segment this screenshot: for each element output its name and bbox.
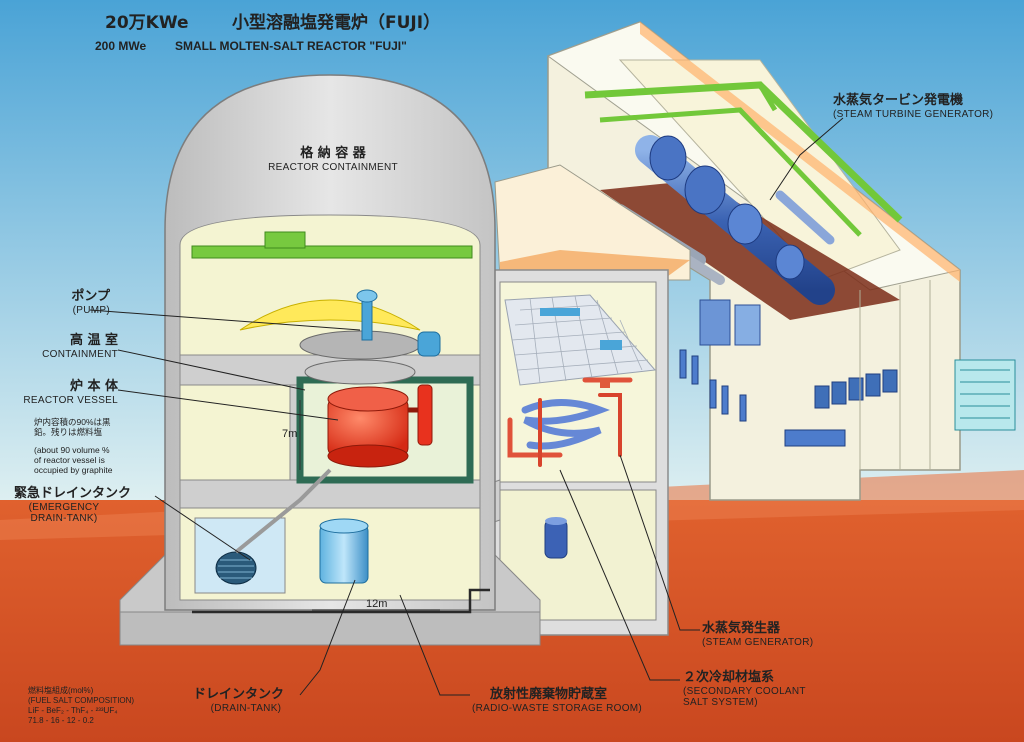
- fuel-salt-composition: 燃料塩組成(mol%) (FUEL SALT COMPOSITION) LiF …: [28, 686, 198, 726]
- label-emergency-drain-tank: 緊急ドレインタンク (EMERGENCY DRAIN-TANK): [14, 486, 132, 525]
- fuel-salt-formula: LiF - BeF₂ - ThF₄ - ²³³UF₄: [28, 706, 118, 715]
- label-radio-waste: 放射性廃棄物貯蔵室 (RADIO-WASTE STORAGE ROOM): [472, 687, 643, 714]
- label-radio-waste-en: (RADIO-WASTE STORAGE ROOM): [472, 702, 643, 714]
- label-emergency-drain-tank-en1: (EMERGENCY: [28, 501, 100, 513]
- label-steam-generator: 水蒸気発生器 (STEAM GENERATOR): [702, 621, 814, 648]
- label-reactor-vessel-jp: 炉 本 体: [69, 379, 118, 394]
- title-name-jp: 小型溶融塩発電炉（FUJI）: [232, 13, 441, 33]
- label-secondary-coolant-en2: SALT SYSTEM): [683, 697, 758, 709]
- label-secondary-coolant: ２次冷却材塩系 (SECONDARY COOLANT SALT SYSTEM): [683, 670, 806, 709]
- label-emergency-drain-tank-en2: DRAIN-TANK): [30, 513, 98, 525]
- drain-tank: [319, 518, 369, 584]
- label-radio-waste-jp: 放射性廃棄物貯蔵室: [490, 687, 608, 702]
- label-pump-en: (PUMP): [72, 304, 110, 316]
- label-containment: 高 温 室 CONTAINMENT: [10, 333, 118, 360]
- fuel-salt-jp: 燃料塩組成(mol%): [28, 686, 94, 695]
- label-steam-turbine-generator-en: (STEAM TURBINE GENERATOR): [833, 108, 994, 120]
- reactor-vessel: [327, 384, 433, 468]
- title-power-jp: 20万KWe: [105, 13, 189, 33]
- fuel-salt-en: (FUEL SALT COMPOSITION): [28, 696, 135, 705]
- label-secondary-coolant-jp: ２次冷却材塩系: [683, 670, 775, 685]
- label-emergency-drain-tank-jp: 緊急ドレインタンク: [14, 486, 132, 501]
- label-secondary-coolant-en1: (SECONDARY COOLANT: [683, 685, 806, 697]
- label-reactor-vessel: 炉 本 体 REACTOR VESSEL: [10, 379, 118, 406]
- label-reactor-vessel-en: REACTOR VESSEL: [23, 394, 118, 406]
- label-containment-en: CONTAINMENT: [42, 348, 118, 360]
- label-reactor-containment-jp: 格 納 容 器: [300, 146, 366, 161]
- label-drain-tank-en: (DRAIN-TANK): [210, 702, 282, 714]
- label-steam-turbine-generator-jp: 水蒸気タービン発電機: [833, 93, 964, 108]
- label-reactor-containment-en: REACTOR CONTAINMENT: [268, 161, 398, 173]
- dimension-width: 12m: [366, 598, 388, 610]
- label-pump-jp: ポンプ: [71, 289, 110, 304]
- leader-lines: [89, 117, 844, 696]
- label-vessel-note-en: (about 90 volume % of reactor vessel is …: [34, 445, 113, 475]
- reactor-containment: [119, 74, 541, 646]
- label-pump: ポンプ (PUMP): [20, 289, 110, 316]
- emergency-drain-tank: [215, 468, 332, 585]
- label-containment-jp: 高 温 室: [69, 333, 118, 348]
- label-steam-generator-jp: 水蒸気発生器: [702, 621, 781, 636]
- fuel-salt-values: 71.8 - 16 - 12 - 0.2: [28, 716, 94, 725]
- steam-generator-building: [469, 164, 691, 636]
- label-reactor-containment: 格 納 容 器 REACTOR CONTAINMENT: [248, 146, 418, 173]
- title-power-en: 200 MWe: [95, 39, 147, 53]
- label-steam-turbine-generator: 水蒸気タービン発電機 (STEAM TURBINE GENERATOR): [833, 93, 994, 120]
- turbine-hall: [546, 21, 1016, 501]
- label-vessel-note-jp: 炉内容積の90%は黒鉛。残りは燃料塩: [34, 417, 111, 437]
- label-drain-tank: ドレインタンク (DRAIN-TANK): [193, 687, 299, 714]
- label-drain-tank-jp: ドレインタンク: [193, 687, 285, 702]
- dimension-height: 7m: [282, 428, 298, 440]
- title-name-en: SMALL MOLTEN-SALT REACTOR "FUJI": [175, 39, 407, 53]
- pump: [356, 289, 441, 357]
- label-steam-generator-en: (STEAM GENERATOR): [702, 636, 814, 648]
